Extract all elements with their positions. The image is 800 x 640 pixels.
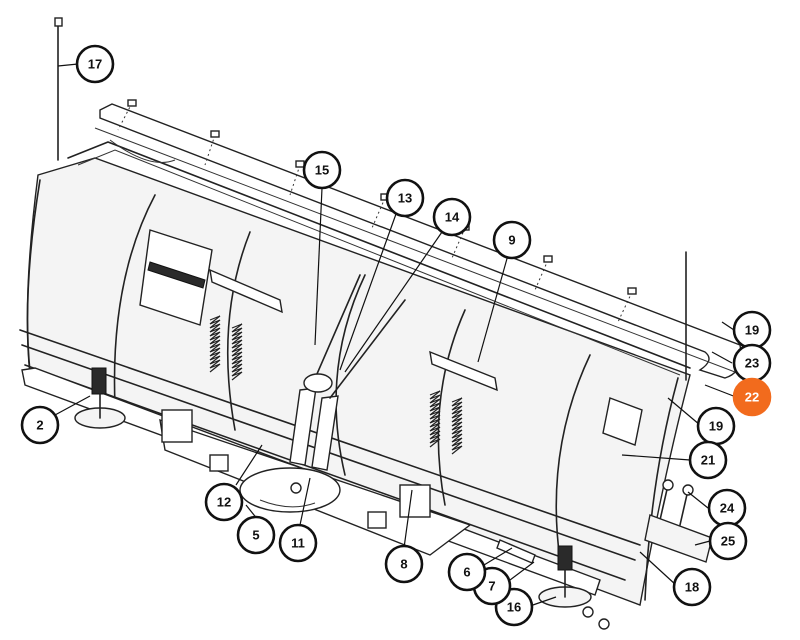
pivot-slot — [259, 499, 316, 508]
shoe-left-post — [91, 367, 107, 395]
nut-2 — [598, 618, 610, 630]
svg-text:16: 16 — [507, 600, 521, 615]
svg-text:15: 15 — [315, 163, 329, 178]
callout-8: 8 — [384, 544, 424, 584]
callout-11: 11 — [278, 523, 318, 563]
mount-bracket-right — [367, 511, 387, 529]
svg-text:12: 12 — [217, 495, 231, 510]
svg-text:18: 18 — [685, 580, 699, 595]
svg-text:9: 9 — [508, 233, 515, 248]
top-rail-inner — [77, 149, 681, 376]
spring-bracket-left — [209, 268, 283, 314]
rib-5 — [437, 309, 466, 506]
svg-text:8: 8 — [400, 557, 407, 572]
callout-17: 17 — [75, 44, 115, 84]
decal-right — [602, 397, 643, 446]
rib-1 — [26, 179, 41, 373]
bolts — [117, 99, 694, 526]
rib-2 — [113, 194, 156, 406]
callout-21: 21 — [688, 440, 728, 480]
svg-text:17: 17 — [88, 57, 102, 72]
svg-text:21: 21 — [701, 453, 715, 468]
svg-text:19: 19 — [709, 419, 723, 434]
trip-springs — [209, 315, 463, 455]
callout-12: 12 — [204, 482, 244, 522]
svg-text:14: 14 — [445, 210, 460, 225]
callout-5: 5 — [236, 515, 276, 555]
callout-24: 24 — [707, 488, 747, 528]
callout-18: 18 — [672, 567, 712, 607]
svg-text:11: 11 — [291, 536, 305, 551]
marker-rod-left-cap — [54, 17, 63, 27]
svg-text:5: 5 — [252, 528, 259, 543]
svg-text:2: 2 — [36, 418, 43, 433]
svg-text:19: 19 — [745, 323, 759, 338]
top-rail — [67, 141, 691, 369]
cylinder-right — [311, 395, 339, 471]
pivot-plate — [239, 467, 341, 513]
plow-drawing — [19, 17, 742, 630]
callout-23: 23 — [732, 343, 772, 383]
svg-text:6: 6 — [463, 565, 470, 580]
deflector-strip-2 — [94, 127, 736, 373]
svg-text:22: 22 — [745, 390, 759, 405]
callout-2: 2 — [20, 405, 60, 445]
pivot-hole — [290, 482, 302, 494]
spring-bracket-right — [429, 350, 498, 392]
callout-19-bottom: 19 — [696, 406, 736, 446]
callout-25: 25 — [708, 521, 748, 561]
hitch-block-right — [399, 484, 431, 518]
cross-tube-lower — [24, 364, 626, 581]
callout-15: 15 — [302, 150, 342, 190]
callout-6: 6 — [447, 552, 487, 592]
cylinder-rods — [309, 274, 406, 399]
svg-text:25: 25 — [721, 534, 735, 549]
svg-text:24: 24 — [720, 501, 735, 516]
rib-7 — [644, 377, 679, 601]
decal-left-band — [147, 261, 206, 289]
nut-1 — [582, 606, 594, 618]
shoe-right-post — [557, 545, 573, 571]
deflector-curl — [109, 139, 176, 163]
svg-text:13: 13 — [398, 191, 412, 206]
mount-bracket-left — [209, 454, 229, 472]
cylinder-eye — [303, 373, 333, 393]
svg-text:7: 7 — [488, 579, 495, 594]
callout-9: 9 — [492, 220, 532, 260]
callout-19-top: 19 — [732, 310, 772, 350]
rib-4 — [335, 274, 366, 476]
leader-lines — [54, 63, 737, 607]
callout-13: 13 — [385, 178, 425, 218]
hitch-block-left — [161, 409, 193, 443]
callout-22: 22 — [732, 377, 772, 417]
cutting-edge — [644, 514, 713, 563]
svg-text:23: 23 — [745, 356, 759, 371]
callout-14: 14 — [432, 197, 472, 237]
